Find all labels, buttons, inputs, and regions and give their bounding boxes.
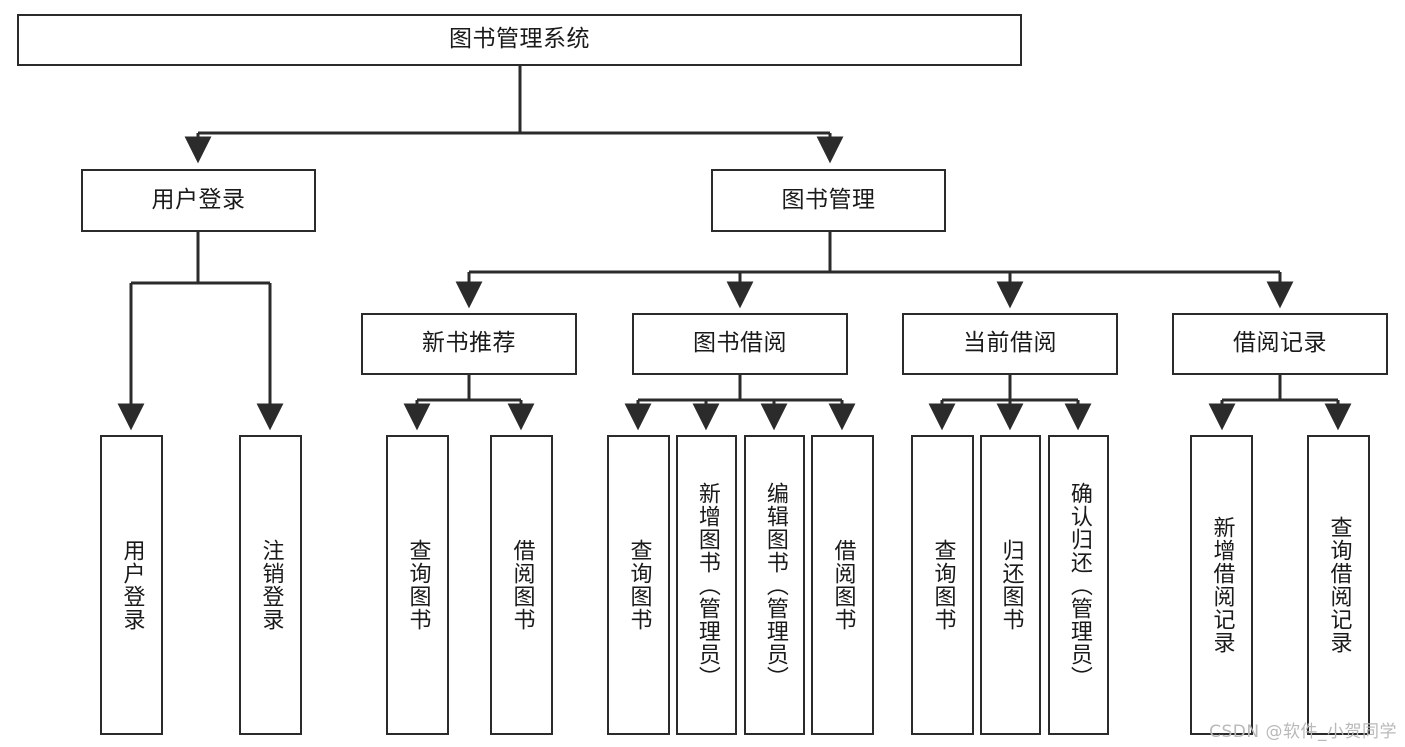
node-label: 查询图书 (405, 539, 431, 631)
node-label: 图书管理 (781, 186, 876, 213)
node-leaf-user-login[interactable]: 用户登录 (100, 435, 163, 735)
node-leaf-add-book[interactable]: 新增图书（管理员） (676, 435, 737, 735)
node-leaf-add-borrow-record[interactable]: 新增借阅记录 (1190, 435, 1253, 735)
node-borrow-record[interactable]: 借阅记录 (1172, 313, 1388, 375)
node-label: 归还图书 (998, 539, 1024, 631)
node-leaf-return-book[interactable]: 归还图书 (980, 435, 1041, 735)
node-label: 编辑图书（管理员） (762, 481, 788, 689)
node-leaf-query-book-recommend[interactable]: 查询图书 (386, 435, 449, 735)
node-label: 图书管理系统 (449, 26, 590, 53)
node-root-system[interactable]: 图书管理系统 (17, 14, 1022, 66)
node-current-borrow[interactable]: 当前借阅 (902, 313, 1118, 375)
node-user-login[interactable]: 用户登录 (81, 169, 316, 232)
node-leaf-confirm-return[interactable]: 确认归还（管理员） (1048, 435, 1109, 735)
node-label: 注销登录 (258, 539, 284, 631)
node-leaf-query-borrow-record[interactable]: 查询借阅记录 (1307, 435, 1370, 735)
node-label: 借阅记录 (1233, 330, 1327, 357)
node-label: 借阅图书 (830, 539, 856, 631)
node-leaf-query-book-borrow[interactable]: 查询图书 (607, 435, 670, 735)
csdn-watermark: CSDN @软件_小贺同学 (1209, 722, 1397, 742)
node-label: 查询图书 (930, 539, 956, 631)
node-label: 用户登录 (151, 186, 246, 213)
node-book-management[interactable]: 图书管理 (711, 169, 946, 232)
node-leaf-user-logout[interactable]: 注销登录 (239, 435, 302, 735)
node-label: 新增图书（管理员） (694, 481, 720, 689)
node-leaf-borrow-book-recommend[interactable]: 借阅图书 (490, 435, 553, 735)
node-leaf-query-book-current[interactable]: 查询图书 (911, 435, 974, 735)
node-label: 新书推荐 (422, 330, 516, 357)
node-label: 确认归还（管理员） (1066, 481, 1092, 689)
node-label: 用户登录 (119, 539, 145, 631)
node-label: 新增借阅记录 (1209, 516, 1235, 654)
node-new-book-recommend[interactable]: 新书推荐 (361, 313, 577, 375)
node-label: 查询图书 (626, 539, 652, 631)
node-label: 图书借阅 (693, 330, 787, 357)
node-label: 借阅图书 (509, 539, 535, 631)
node-book-borrow[interactable]: 图书借阅 (632, 313, 848, 375)
node-leaf-edit-book[interactable]: 编辑图书（管理员） (744, 435, 805, 735)
node-label: 当前借阅 (963, 330, 1057, 357)
node-leaf-borrow-book[interactable]: 借阅图书 (811, 435, 874, 735)
node-label: 查询借阅记录 (1326, 516, 1352, 654)
